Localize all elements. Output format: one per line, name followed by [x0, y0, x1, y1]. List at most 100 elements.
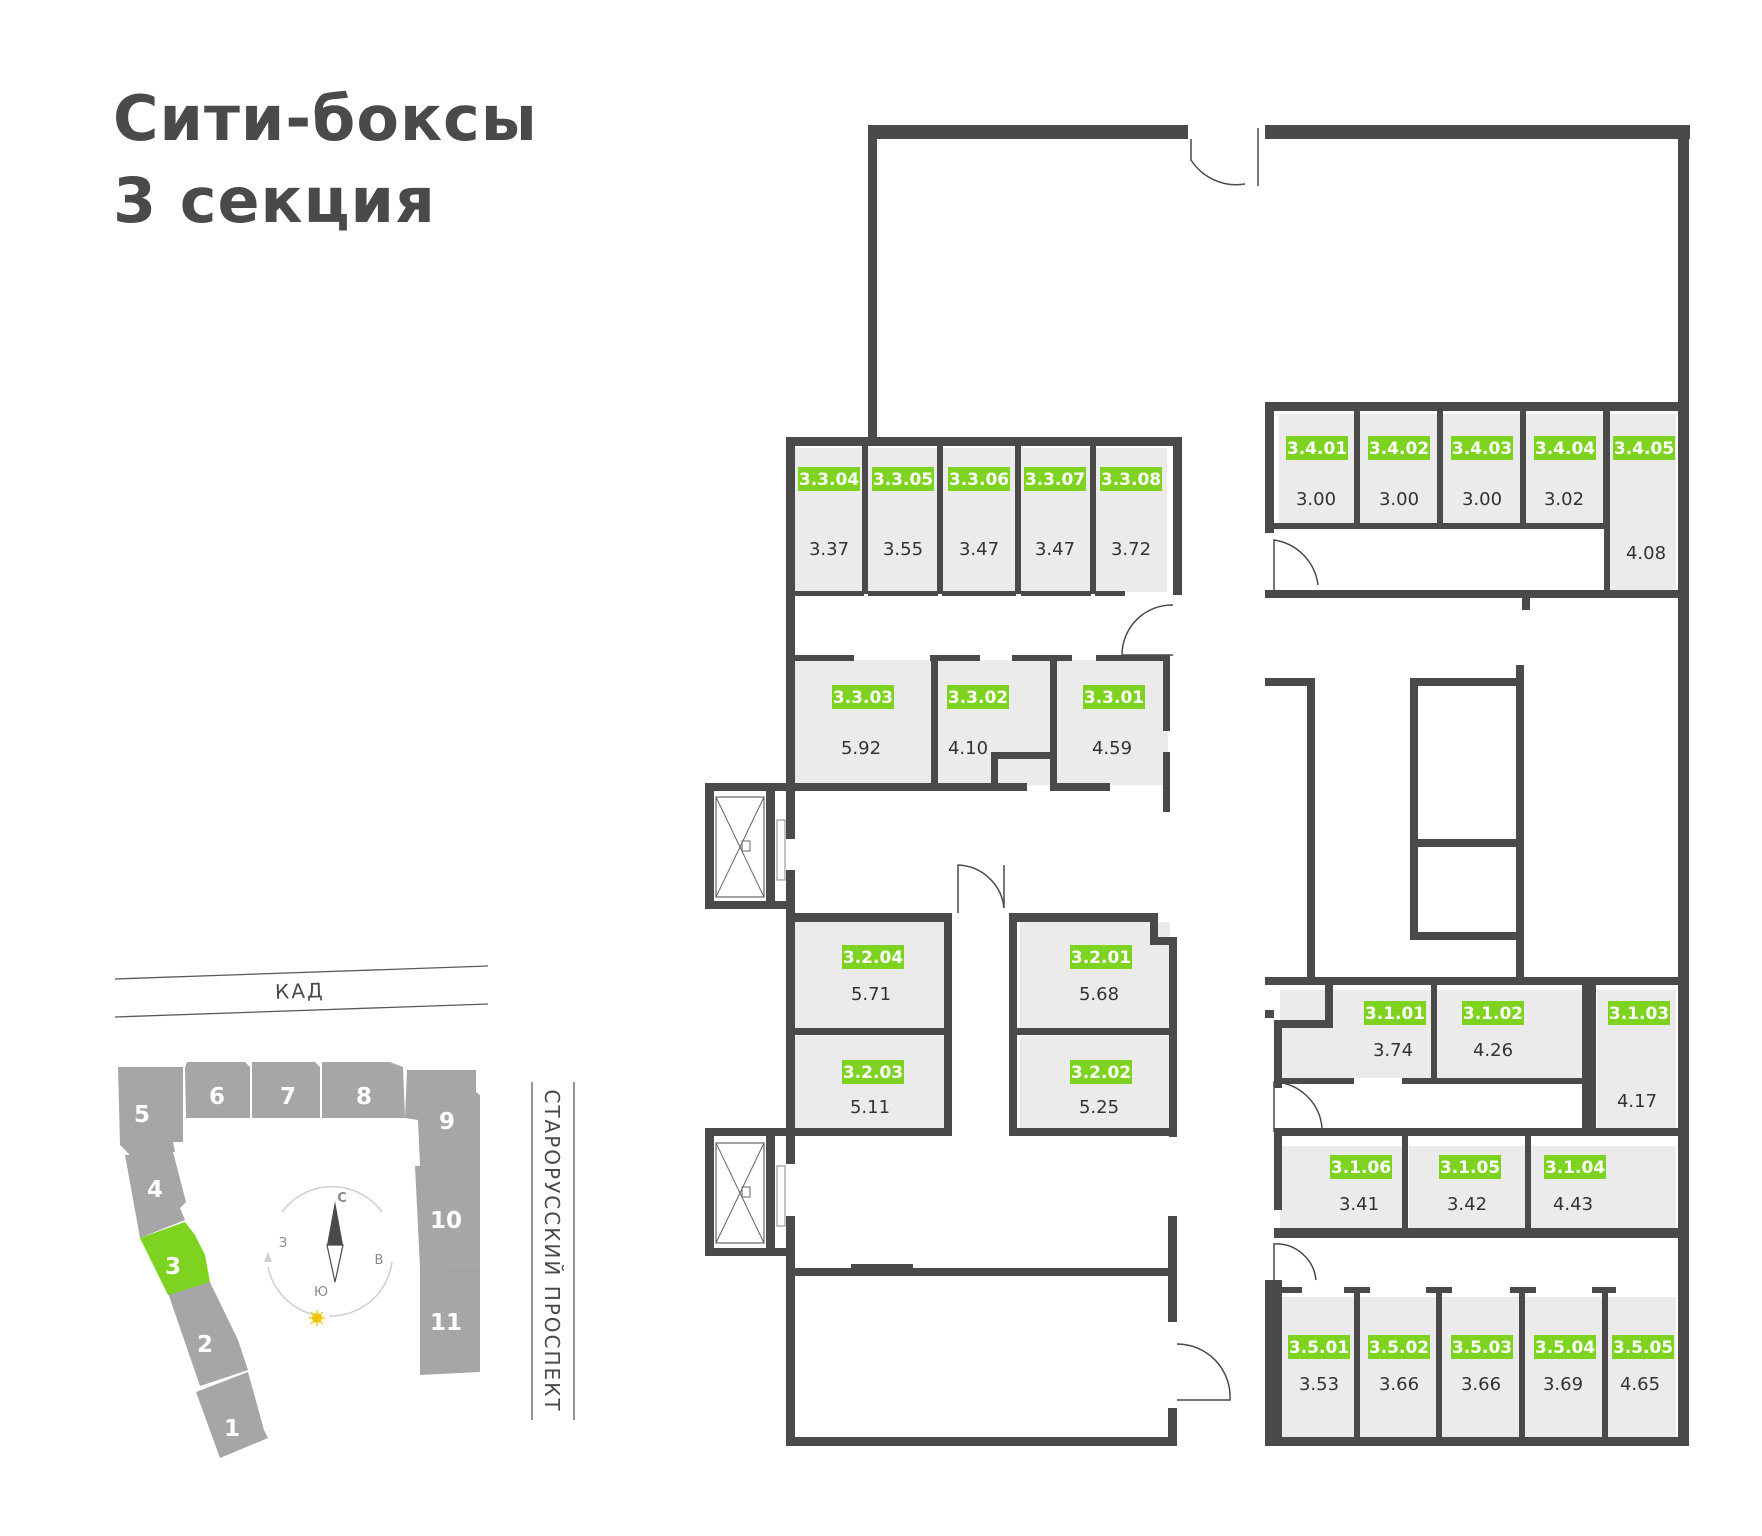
compass-west: З	[279, 1236, 287, 1251]
box-area: 4.10	[948, 738, 988, 759]
box-area: 3.00	[1462, 489, 1502, 510]
building-2-label: 2	[197, 1332, 213, 1358]
box-id: 3.1.03	[1609, 1004, 1669, 1024]
box-id: 3.3.02	[948, 688, 1008, 708]
box-area: 5.71	[851, 984, 891, 1005]
box-area: 4.43	[1553, 1194, 1593, 1215]
box-id: 3.1.06	[1331, 1158, 1391, 1178]
building-7-label: 7	[280, 1084, 296, 1110]
box-3-3-05: 3.3.05 3.55	[872, 467, 934, 560]
box-3-5-03: 3.5.03 3.66	[1451, 1335, 1513, 1395]
building-9	[405, 1070, 480, 1166]
box-3-4-05: 3.4.054.08	[1613, 436, 1675, 564]
box-area: 5.68	[1079, 984, 1119, 1005]
walls	[705, 125, 1690, 1446]
box-3-4-02: 3.4.02 3.00	[1368, 436, 1430, 510]
building-7	[252, 1062, 320, 1118]
box-id: 3.2.02	[1071, 1063, 1131, 1083]
box-area: 3.47	[1035, 539, 1075, 560]
box-3-1-05: 3.1.05 3.42	[1439, 1155, 1501, 1215]
box-id: 3.4.03	[1452, 439, 1512, 459]
box-labels: 3.3.043.37 3.3.053.55 3.3.063.47 3.3.073…	[798, 436, 1675, 1395]
box-id: 3.3.04	[799, 470, 859, 490]
box-id: 3.3.06	[949, 470, 1009, 490]
box-3-4-01: 3.4.013.00	[1286, 436, 1348, 510]
box-area: 4.65	[1620, 1374, 1660, 1395]
compass-south: Ю	[314, 1285, 328, 1300]
box-area: 5.25	[1079, 1097, 1119, 1118]
box-3-3-08: 3.3.08 3.72	[1100, 467, 1162, 560]
building-1-label: 1	[224, 1416, 240, 1442]
box-area: 3.42	[1447, 1194, 1487, 1215]
compass-north: С	[337, 1191, 347, 1206]
box-3-4-03: 3.4.03 3.00	[1451, 436, 1513, 510]
building-5-label: 5	[134, 1102, 150, 1128]
building-6	[185, 1062, 250, 1118]
doors	[957, 128, 1323, 1401]
lift-shafts	[715, 796, 786, 1244]
building-11-label: 11	[430, 1310, 462, 1336]
box-id: 3.3.05	[873, 470, 933, 490]
box-3-2-02: 3.2.02 5.25	[1070, 1060, 1132, 1118]
box-3-3-01: 3.3.01 4.59	[1083, 685, 1145, 759]
building-4	[125, 1152, 186, 1238]
box-id: 3.1.02	[1463, 1004, 1523, 1024]
building-10-label: 10	[430, 1208, 462, 1234]
title-line-1: Сити-боксы	[113, 82, 538, 155]
box-area: 4.17	[1617, 1091, 1657, 1112]
box-id: 3.2.03	[843, 1063, 903, 1083]
box-area: 3.55	[883, 539, 923, 560]
box-3-3-06: 3.3.063.47	[948, 467, 1010, 560]
box-id: 3.3.08	[1101, 470, 1161, 490]
road-kad-label: КАД	[275, 978, 325, 1004]
box-id: 3.1.04	[1545, 1158, 1605, 1178]
box-id: 3.4.05	[1614, 439, 1674, 459]
box-3-1-02: 3.1.02 4.26	[1462, 1001, 1524, 1061]
box-3-1-04: 3.1.04 4.43	[1544, 1155, 1606, 1215]
box-area: 3.41	[1339, 1194, 1379, 1215]
box-area: 3.66	[1461, 1374, 1501, 1395]
box-id: 3.3.01	[1084, 688, 1144, 708]
box-3-3-03: 3.3.035.92	[832, 685, 894, 759]
box-3-3-04: 3.3.04 3.37	[798, 467, 860, 560]
box-id: 3.5.02	[1369, 1338, 1429, 1358]
building-10	[415, 1164, 480, 1268]
box-3-3-02: 3.3.02 4.10	[947, 685, 1009, 759]
box-id: 3.1.01	[1365, 1004, 1425, 1024]
compass-east: В	[375, 1253, 384, 1268]
page-title: Сити-боксы 3 секция	[113, 78, 538, 242]
box-area: 3.02	[1544, 489, 1584, 510]
building-3-selected	[140, 1222, 210, 1295]
box-3-3-07: 3.3.07 3.47	[1024, 467, 1086, 560]
box-id: 3.4.04	[1535, 439, 1595, 459]
box-area: 3.00	[1296, 489, 1336, 510]
box-area: 3.72	[1111, 539, 1151, 560]
box-3-5-04: 3.5.04 3.69	[1534, 1335, 1596, 1395]
building-3-label: 3	[165, 1254, 181, 1280]
box-backgrounds	[794, 414, 1676, 1439]
box-3-1-01: 3.1.013.74	[1364, 1001, 1426, 1061]
compass-icon: С Ю З В	[264, 1185, 393, 1326]
box-area: 5.92	[841, 738, 881, 759]
box-id: 3.5.04	[1535, 1338, 1595, 1358]
box-id: 3.5.03	[1452, 1338, 1512, 1358]
box-area: 4.59	[1092, 738, 1132, 759]
building-5	[118, 1067, 183, 1155]
box-3-2-04: 3.2.04 5.71	[842, 945, 904, 1005]
box-area: 3.00	[1379, 489, 1419, 510]
box-area: 3.69	[1543, 1374, 1583, 1395]
building-8-label: 8	[356, 1084, 372, 1110]
box-id: 3.4.02	[1369, 439, 1429, 459]
box-id: 3.2.04	[843, 948, 903, 968]
box-id: 3.3.07	[1025, 470, 1085, 490]
tag-3-3-04	[798, 467, 860, 491]
box-area: 4.26	[1473, 1040, 1513, 1061]
building-11	[420, 1264, 480, 1375]
box-area: 3.37	[809, 539, 849, 560]
box-3-2-01: 3.2.01 5.68	[1070, 945, 1132, 1005]
building-2	[168, 1278, 248, 1386]
box-id: 3.2.01	[1071, 948, 1131, 968]
box-id: 3.1.05	[1440, 1158, 1500, 1178]
building-9-label: 9	[439, 1109, 455, 1135]
